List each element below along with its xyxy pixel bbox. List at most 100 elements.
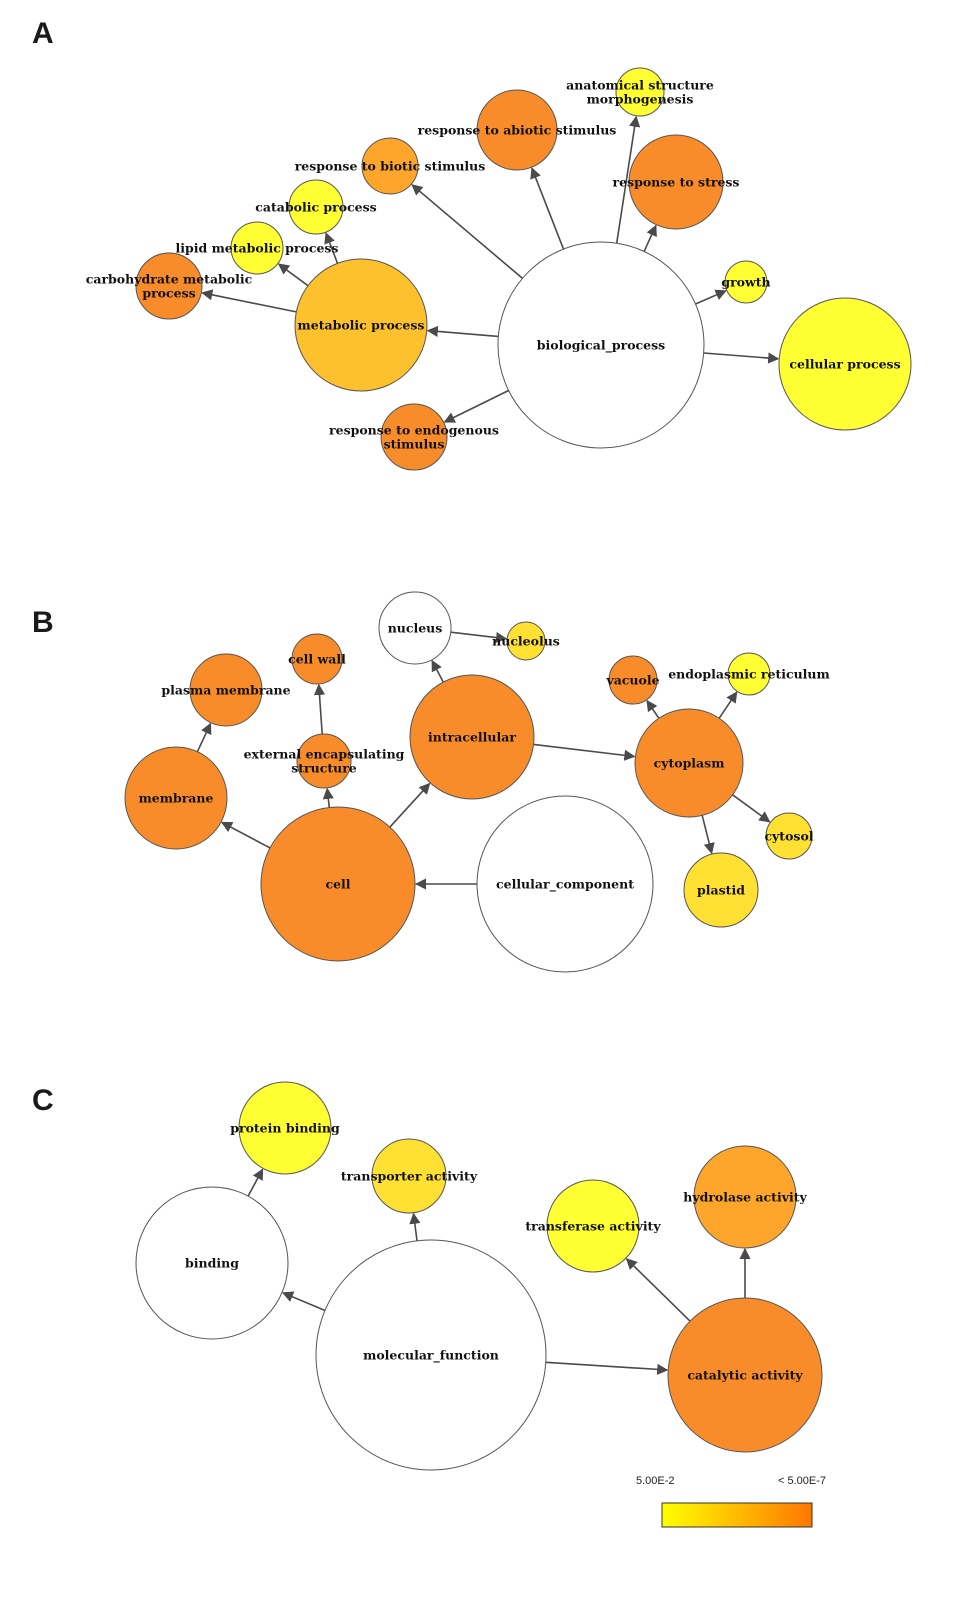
node-circle [294, 258, 428, 392]
edge-bp-to-response-abiotic [530, 167, 565, 250]
node-label: response to abiotic stimulus [418, 123, 617, 138]
node-transporter: transporter activity [341, 1138, 478, 1214]
node-transferase: transferase activity [525, 1179, 661, 1273]
node-hydrolase: hydrolase activity [683, 1145, 807, 1249]
edge-metabolic-process-to-catabolic [324, 232, 339, 264]
legend-gradient-bar [661, 1502, 813, 1528]
node-catalytic: catalytic activity [667, 1297, 823, 1453]
node-label: cellular process [789, 357, 900, 372]
node-circle [296, 733, 352, 789]
node-nucleus: nucleus [378, 591, 452, 665]
node-label: catalytic activity [687, 1368, 803, 1383]
edge-cytoplasm-to-vacuole [646, 699, 660, 719]
node-circle [361, 137, 419, 195]
node-label: transferase activity [525, 1219, 661, 1234]
node-label: morphogenesis [587, 92, 694, 107]
node-circle [634, 708, 744, 818]
edge-mf-to-catalytic [545, 1361, 669, 1375]
node-circle [189, 653, 263, 727]
edges [247, 1168, 751, 1375]
node-circle [724, 260, 768, 304]
node-circle [124, 746, 228, 850]
node-circle [135, 1186, 289, 1340]
edge-cell-to-membrane [220, 821, 271, 849]
node-intracellular: intracellular [409, 674, 535, 800]
edges [201, 115, 780, 423]
edge-bp-to-response-endogenous [443, 389, 509, 423]
node-circle [546, 1179, 640, 1273]
node-binding: binding [135, 1186, 289, 1340]
edge-mf-to-binding [281, 1291, 326, 1312]
node-mf: molecular_function [315, 1239, 547, 1471]
node-label: carbohydrate metabolic [86, 272, 253, 287]
edge-intracellular-to-nucleus [431, 659, 445, 683]
edge-bp-to-growth [695, 289, 727, 305]
node-circle [371, 1138, 447, 1214]
node-circle [230, 221, 284, 275]
node-circle [628, 134, 724, 230]
node-label: response to endogenous [329, 423, 499, 438]
node-label: nucleolus [492, 634, 560, 649]
node-label: protein binding [230, 1121, 340, 1136]
node-label: cell [325, 877, 350, 892]
node-cytosol: cytosol [764, 812, 814, 860]
node-plastid: plastid [683, 852, 759, 928]
edge-bp-to-response-biotic [411, 184, 524, 280]
node-circle [260, 806, 416, 962]
node-cc: cellular_component [476, 795, 654, 973]
node-label: external encapsulating [244, 747, 405, 762]
edge-membrane-to-plasma-membrane [196, 722, 212, 753]
node-circle [765, 812, 813, 860]
node-circle [693, 1145, 797, 1249]
node-er: endoplasmic reticulum [668, 652, 830, 696]
edge-nucleus-to-nucleolus [450, 631, 508, 644]
edge-intracellular-to-cytoplasm [533, 743, 636, 761]
legend-max-label: < 5.00E-7 [778, 1475, 826, 1487]
node-label: molecular_function [363, 1348, 499, 1364]
legend-min-label: 5.00E-2 [636, 1475, 675, 1487]
edge-bp-to-metabolic-process [426, 325, 499, 338]
color-legend: 5.00E-2 < 5.00E-7 [636, 1475, 826, 1528]
node-circle [727, 652, 771, 696]
node-circle [409, 674, 535, 800]
node-label: response to biotic stimulus [295, 159, 486, 174]
edge-mf-to-transporter [409, 1212, 421, 1241]
node-circle [238, 1081, 332, 1175]
node-label: stimulus [384, 437, 445, 452]
node-vacuole: vacuole [605, 655, 660, 705]
node-label: hydrolase activity [683, 1190, 807, 1205]
edge-metabolic-process-to-lipid [277, 263, 309, 287]
node-cell-wall: cell wall [288, 633, 346, 685]
edge-metabolic-process-to-carbohydrate [201, 289, 297, 313]
node-label: catabolic process [255, 200, 376, 215]
node-label: cell wall [288, 652, 346, 667]
node-label: plastid [697, 883, 745, 898]
node-circle [135, 252, 203, 320]
node-circle [315, 1239, 547, 1471]
node-circle [615, 67, 665, 117]
node-label: cellular_component [496, 877, 634, 893]
node-growth: growth [721, 260, 771, 304]
node-metabolic-process: metabolic process [294, 258, 428, 392]
node-label: structure [291, 761, 357, 776]
node-circle [291, 633, 343, 685]
edge-bp-to-cellular-process [703, 352, 780, 364]
node-bp: biological_process [497, 241, 705, 449]
node-circle [476, 89, 558, 171]
edge-bp-to-anatomical [615, 115, 641, 244]
edges [196, 631, 771, 890]
node-circle [683, 852, 759, 928]
node-label: cytoplasm [654, 756, 725, 771]
node-circle [497, 241, 705, 449]
node-circle [380, 403, 448, 471]
edge-cytoplasm-to-cytosol [732, 794, 771, 823]
node-label: metabolic process [298, 318, 425, 333]
node-label: transporter activity [341, 1169, 478, 1184]
